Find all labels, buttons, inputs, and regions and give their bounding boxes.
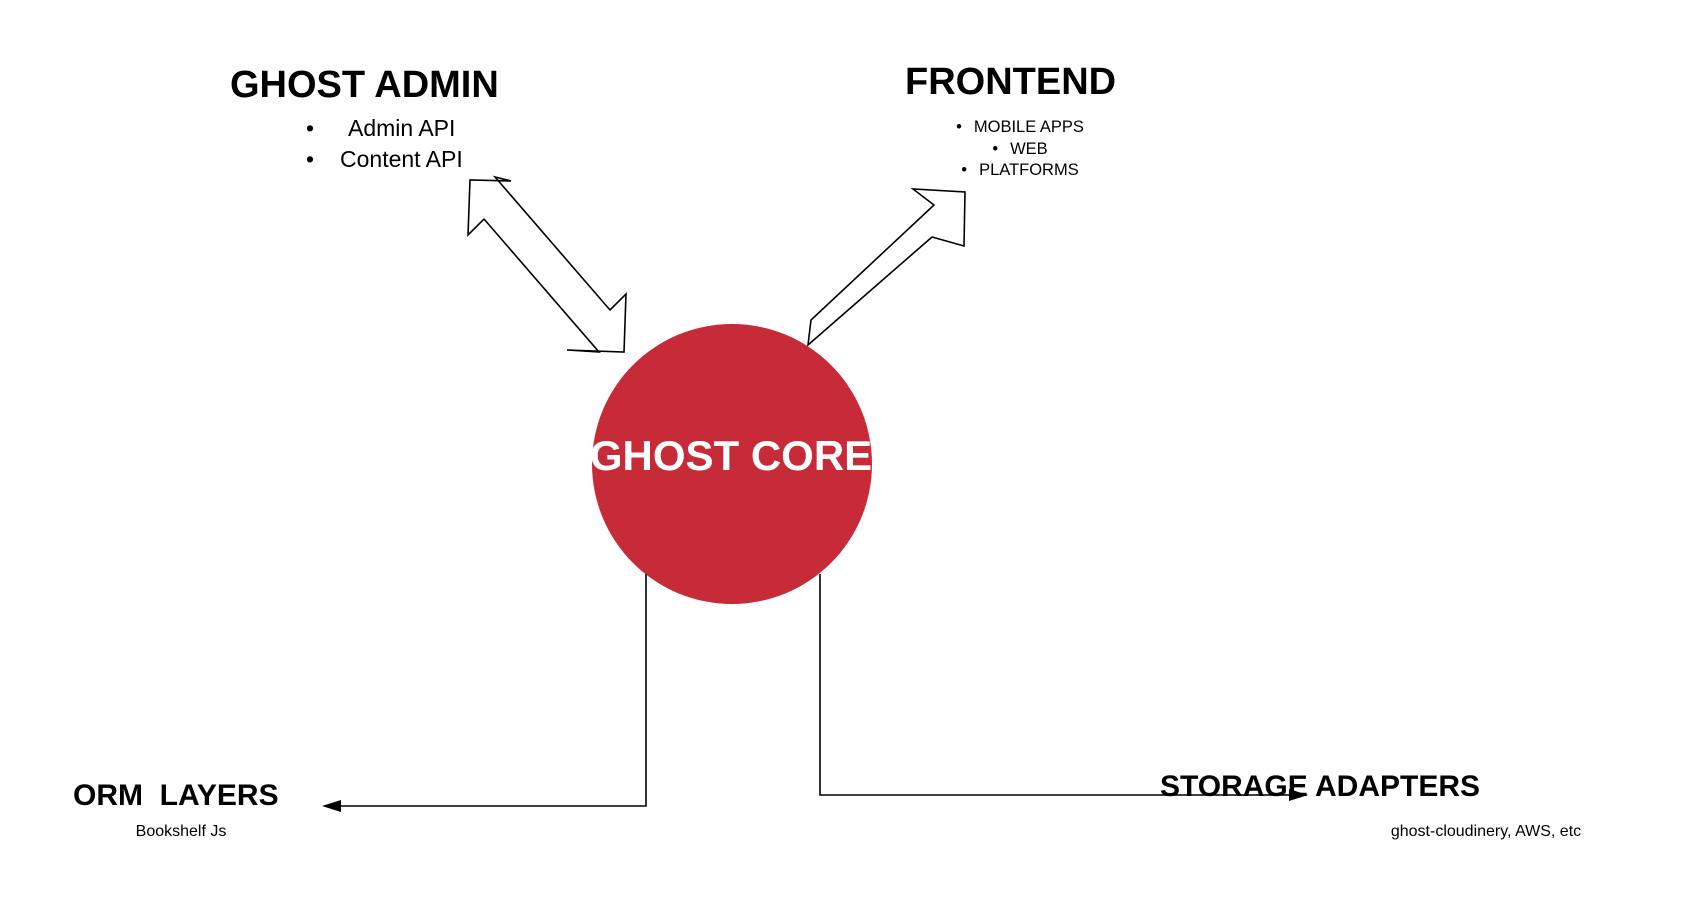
- ghost-core-circle: [592, 324, 872, 604]
- orm-layers-subtitle: Bookshelf Js: [135, 823, 227, 840]
- ghost-admin-title: GHOST ADMIN: [230, 64, 499, 106]
- list-item: Admin API: [300, 113, 500, 144]
- frontend-title: FRONTEND: [905, 61, 1117, 103]
- storage-adapters-title: STORAGE ADAPTERS: [1159, 770, 1481, 803]
- list-item: Content API: [300, 144, 500, 175]
- list-item: WEB: [900, 139, 1140, 161]
- admin-core-double-arrow: [467, 175, 627, 353]
- orm-arrowhead: [322, 800, 341, 812]
- core-frontend-arrow: [806, 188, 966, 347]
- core-storage-connector: [819, 574, 1290, 796]
- storage-arrowhead: [1289, 789, 1308, 801]
- orm-layers-title: ORM LAYERS: [73, 779, 279, 812]
- ghost-admin-list: Admin API Content API: [300, 113, 500, 175]
- list-item: PLATFORMS: [900, 160, 1140, 182]
- frontend-list: MOBILE APPS WEB PLATFORMS: [900, 117, 1140, 182]
- ghost-core-label: GHOST CORE: [589, 432, 873, 479]
- storage-adapters-subtitle: ghost-cloudinery, AWS, etc: [1390, 823, 1582, 840]
- core-orm-connector: [333, 574, 647, 807]
- list-item: MOBILE APPS: [900, 117, 1140, 139]
